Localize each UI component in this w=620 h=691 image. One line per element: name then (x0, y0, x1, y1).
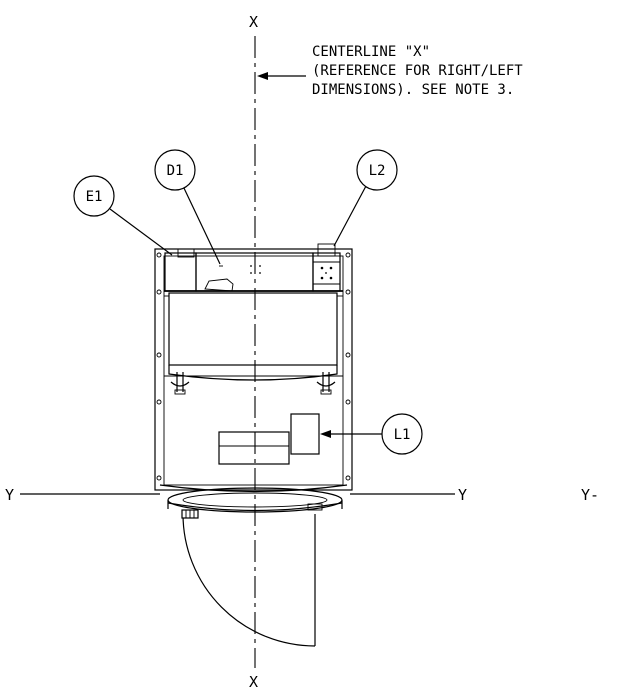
tray-lip (168, 365, 338, 381)
callout-label-l2: L2 (369, 163, 386, 179)
callout-l1: L1 (320, 413, 423, 455)
latch-left (170, 372, 190, 395)
door-swing (182, 513, 316, 647)
axis-label-y-far-right: Y- (581, 486, 599, 504)
axis-label-y-left: Y (5, 486, 14, 504)
callout-label-e1: E1 (86, 189, 103, 205)
motor-part (204, 278, 234, 292)
callout-d1: D1 (154, 149, 221, 265)
note-line-1: CENTERLINE "X" (312, 44, 430, 60)
callout-bubble-e1 (73, 175, 115, 217)
label-plate (218, 431, 290, 465)
e1-box (164, 252, 197, 292)
callout-bubble-d1 (154, 149, 196, 191)
note-arrow-head (257, 72, 268, 80)
callout-label-l1: L1 (394, 427, 411, 443)
middle-panel (168, 292, 338, 366)
callout-bubble-l2 (356, 149, 398, 191)
l2-bracket (312, 243, 341, 292)
base-curve (159, 484, 348, 493)
axis-label-y-right: Y (458, 486, 467, 504)
l1-label-box (290, 413, 320, 455)
note-line-2: (REFERENCE FOR RIGHT/LEFT (312, 63, 523, 79)
latch-right (316, 372, 336, 395)
axis-label-x-bottom: X (249, 673, 258, 691)
cabinet-bolts (156, 252, 351, 481)
callout-e1: E1 (73, 175, 173, 256)
callout-bubble-l1 (381, 413, 423, 455)
note-line-3: DIMENSIONS). SEE NOTE 3. (312, 82, 514, 98)
unit-body (154, 243, 353, 519)
callout-l2: L2 (333, 149, 398, 247)
cabinet-inner (163, 255, 344, 486)
callout-label-d1: D1 (167, 163, 184, 179)
base-ring-inner (182, 492, 328, 508)
axis-label-x-top: X (249, 13, 258, 31)
centerline-note: CENTERLINE "X" (REFERENCE FOR RIGHT/LEFT… (257, 44, 523, 98)
cabinet-outer (154, 248, 353, 491)
callout-l1-arrow (320, 430, 331, 438)
